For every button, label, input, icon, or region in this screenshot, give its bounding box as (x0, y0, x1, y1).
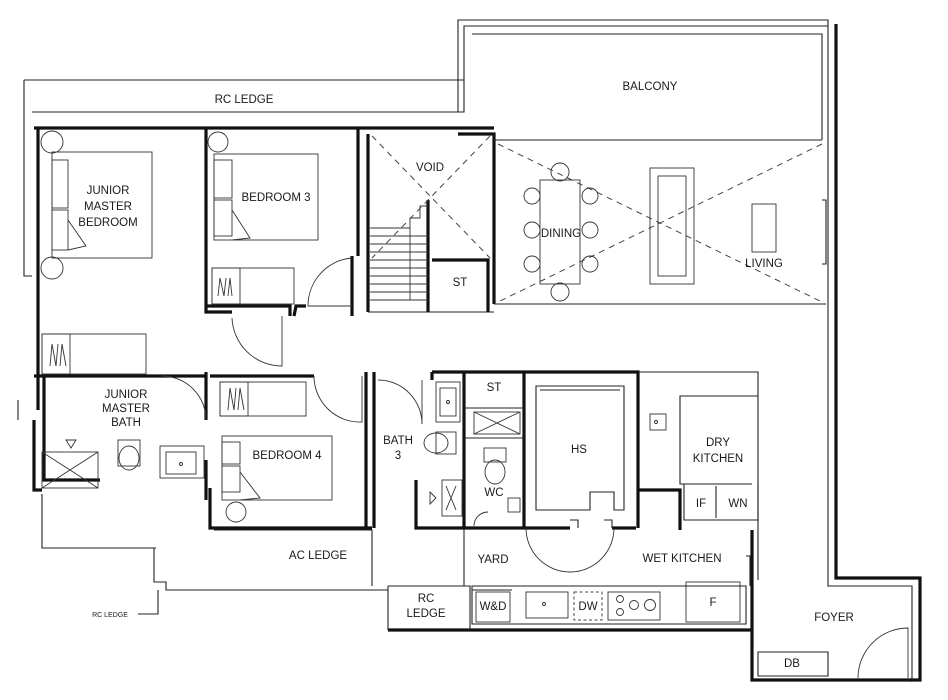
interior-walls (34, 128, 829, 677)
label-wn: WN (728, 498, 747, 510)
label-ac-ledge: AC LEDGE (289, 550, 347, 562)
label-st-upper: ST (453, 277, 468, 289)
label-jm-bedroom-2: MASTER (84, 201, 132, 213)
door-swings (161, 257, 909, 679)
label-dining: DINING (541, 228, 581, 240)
label-db: DB (784, 658, 800, 670)
label-balcony: BALCONY (623, 81, 678, 93)
label-rc-ledge-lower-1: RC (418, 593, 435, 605)
label-jm-bath-2: MASTER (102, 403, 150, 415)
label-rc-ledge-note: RC LEDGE (92, 612, 128, 619)
label-rc-ledge-lower-2: LEDGE (407, 608, 446, 620)
label-jm-bedroom-3: BEDROOM (78, 217, 137, 229)
label-jm-bath-1: JUNIOR (105, 389, 148, 401)
room-labels: RC LEDGE BALCONY JUNIOR MASTER BEDROOM B… (78, 81, 854, 670)
label-jm-bedroom-1: JUNIOR (87, 185, 130, 197)
label-foyer: FOYER (814, 612, 854, 624)
label-bedroom-3: BEDROOM 3 (241, 192, 310, 204)
label-washer-dryer: W&D (480, 601, 507, 613)
label-dishwasher: DW (578, 601, 597, 613)
label-wc: WC (484, 487, 503, 499)
label-dry-kitchen-1: DRY (706, 437, 730, 449)
label-bedroom-4: BEDROOM 4 (252, 450, 322, 462)
label-rc-ledge-top: RC LEDGE (215, 94, 274, 106)
label-dry-kitchen-2: KITCHEN (693, 453, 743, 465)
void-markers (371, 135, 823, 303)
label-fridge-f: F (709, 597, 716, 609)
label-hs: HS (571, 444, 587, 456)
label-if: IF (696, 498, 706, 510)
label-void: VOID (416, 162, 444, 174)
label-living: LIVING (745, 258, 783, 270)
exterior-walls (23, 19, 922, 682)
label-bath-3-2: 3 (395, 450, 401, 462)
label-wet-kitchen: WET KITCHEN (642, 553, 721, 565)
label-jm-bath-3: BATH (111, 417, 141, 429)
label-yard: YARD (477, 554, 508, 566)
label-st-lower: ST (487, 382, 502, 394)
label-bath-3-1: BATH (383, 435, 413, 447)
furniture (17, 130, 777, 623)
